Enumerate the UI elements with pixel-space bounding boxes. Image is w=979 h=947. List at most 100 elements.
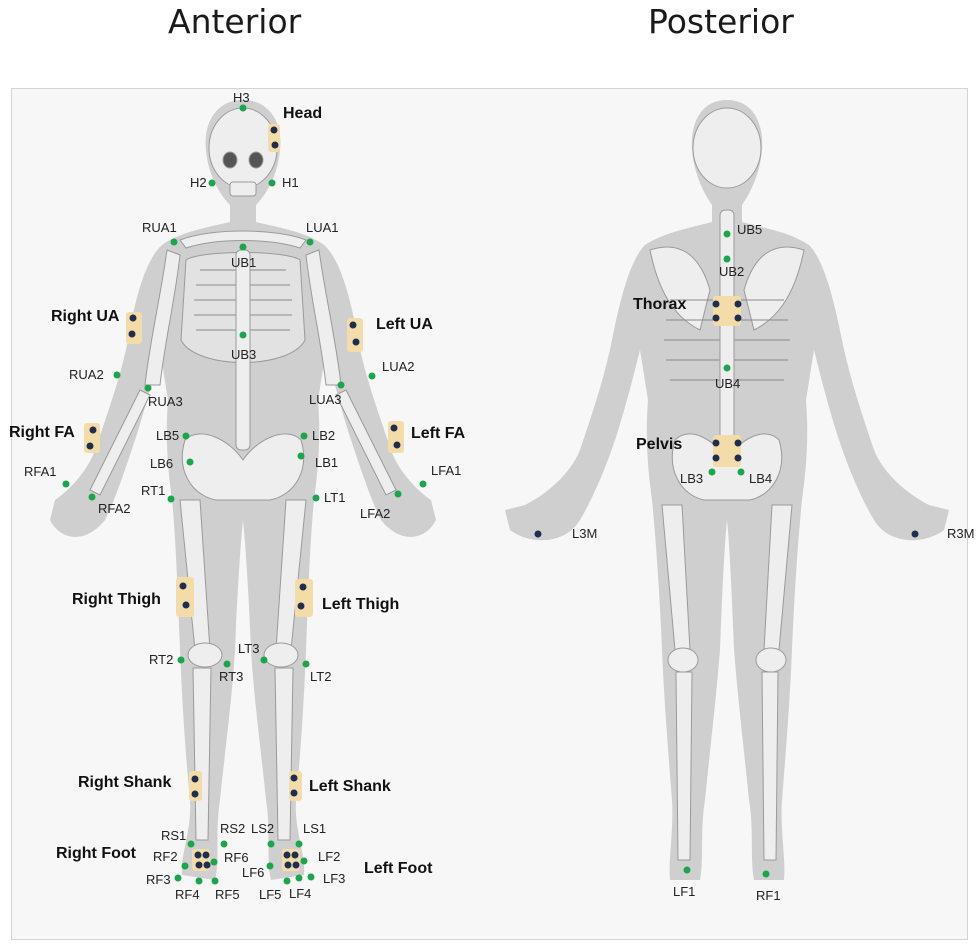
sensor-dot [394, 442, 401, 449]
sensor-dot [195, 852, 202, 859]
marker-label-lt2: LT2 [310, 669, 331, 684]
segment-label-left-foot: Left Foot [364, 860, 433, 877]
segment-label-left-fa: Left FA [411, 425, 466, 442]
marker-label-lt1: LT1 [324, 490, 345, 505]
marker-label-r3m: R3M [947, 526, 974, 541]
marker-lb4 [738, 469, 745, 476]
marker-label-rua3: RUA3 [148, 394, 183, 409]
marker-label-rf3: RF3 [146, 872, 171, 887]
sensor-dot [285, 862, 292, 869]
sensor-dot [272, 142, 279, 149]
marker-label-rfa1: RFA1 [24, 464, 57, 479]
marker-label-rt1: RT1 [141, 483, 165, 498]
marker-label-lb6: LB6 [150, 456, 173, 471]
marker-label-h2: H2 [190, 175, 207, 190]
sensor-dot [298, 603, 305, 610]
marker-lb3 [709, 469, 716, 476]
sensor-dot [735, 315, 742, 322]
marker-rt3 [224, 661, 231, 668]
marker-rt1 [168, 496, 175, 503]
marker-ub2 [724, 256, 731, 263]
sensor-dot [353, 339, 360, 346]
segment-label-thorax: Thorax [633, 296, 686, 313]
sensor-pad [713, 296, 741, 326]
sensor-dot [130, 315, 137, 322]
marker-label-lf3: LF3 [323, 871, 345, 886]
marker-label-ls2: LS2 [251, 821, 274, 836]
marker-rfa1 [63, 481, 70, 488]
marker-label-lf6: LF6 [242, 865, 264, 880]
marker-label-ub4: UB4 [715, 376, 740, 391]
marker-label-lf4: LF4 [289, 886, 311, 901]
sensor-dot [129, 331, 136, 338]
marker-label-rs2: RS2 [220, 821, 245, 836]
marker-label-lb3: LB3 [680, 471, 703, 486]
marker-label-lb4: LB4 [749, 471, 772, 486]
sensor-dot [735, 455, 742, 462]
marker-label-ub1: UB1 [231, 255, 256, 270]
marker-h2 [209, 180, 216, 187]
sensor-dot [183, 602, 190, 609]
sensor-dot [284, 852, 291, 859]
marker-label-lb5: LB5 [156, 428, 179, 443]
marker-label-rf4: RF4 [175, 887, 200, 902]
marker-label-h3: H3 [233, 90, 250, 105]
marker-lt3 [261, 657, 268, 664]
marker-label-h1: H1 [282, 175, 299, 190]
marker-lf1 [684, 867, 691, 874]
marker-label-lb1: LB1 [315, 455, 338, 470]
marker-label-ub5: UB5 [737, 222, 762, 237]
marker-h1 [269, 180, 276, 187]
sensor-dot [735, 440, 742, 447]
segment-label-left-ua: Left UA [376, 316, 433, 333]
marker-label-rt3: RT3 [219, 669, 243, 684]
marker-rt2 [178, 657, 185, 664]
marker-label-rua2: RUA2 [69, 367, 104, 382]
marker-lb1 [298, 453, 305, 460]
marker-label-ub2: UB2 [719, 264, 744, 279]
marker-label-rfa2: RFA2 [98, 501, 131, 516]
marker-rf2 [182, 863, 189, 870]
segment-label-left-shank: Left Shank [309, 778, 391, 795]
marker-lb6 [187, 459, 194, 466]
sensor-dot [291, 790, 298, 797]
sensor-dot [192, 791, 199, 798]
marker-lt1 [313, 495, 320, 502]
sensor-dot [713, 440, 720, 447]
marker-lt2 [303, 661, 310, 668]
marker-label-ub3: UB3 [231, 347, 256, 362]
marker-ub4 [724, 365, 731, 372]
marker-h3 [240, 105, 247, 112]
sensor-dot [300, 584, 307, 591]
marker-label-rt2: RT2 [149, 652, 173, 667]
marker-label-lua1: LUA1 [306, 220, 339, 235]
marker-rua2 [114, 372, 121, 379]
segment-label-right-shank: Right Shank [78, 774, 171, 791]
marker-label-lua3: LUA3 [309, 392, 342, 407]
segment-label-right-thigh: Right Thigh [72, 591, 161, 608]
marker-lf4 [296, 875, 303, 882]
marker-label-lt3: LT3 [238, 641, 259, 656]
marker-ub5 [724, 231, 731, 238]
segment-label-pelvis: Pelvis [636, 436, 682, 453]
marker-r3m [912, 531, 919, 538]
sensor-dot [291, 775, 298, 782]
marker-lb2 [301, 433, 308, 440]
marker-lf2 [301, 858, 308, 865]
segment-label-right-fa: Right FA [9, 424, 75, 441]
marker-lua2 [369, 373, 376, 380]
marker-label-rf1: RF1 [756, 888, 781, 903]
marker-label-lf2: LF2 [318, 849, 340, 864]
sensor-dot [713, 301, 720, 308]
marker-ub3 [240, 332, 247, 339]
sensor-dot [204, 862, 211, 869]
sensor-dot [391, 425, 398, 432]
marker-rf3 [175, 875, 182, 882]
marker-rf6 [211, 859, 218, 866]
marker-label-lf1: LF1 [673, 884, 695, 899]
sensor-dot [180, 583, 187, 590]
segment-label-right-ua: Right UA [51, 308, 120, 325]
marker-label-l3m: L3M [572, 526, 597, 541]
marker-label-rf2: RF2 [153, 849, 178, 864]
